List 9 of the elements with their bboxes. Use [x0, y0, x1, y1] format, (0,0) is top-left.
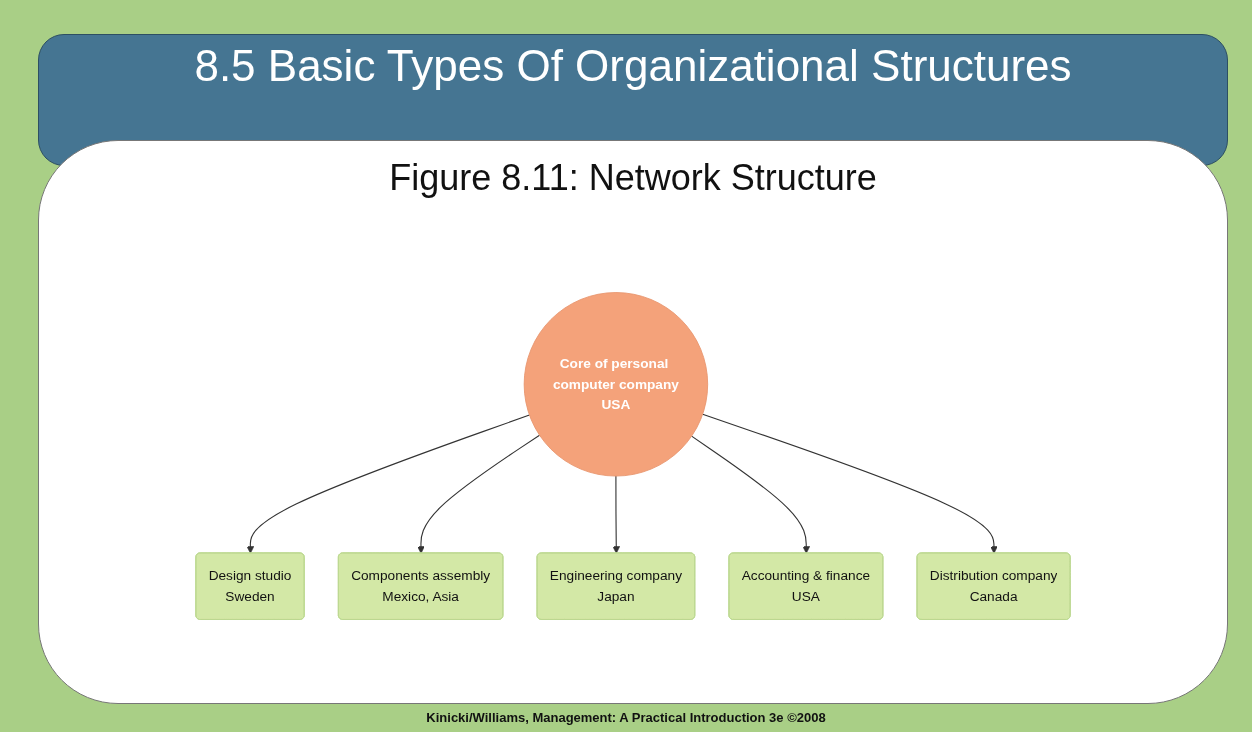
arrow	[612, 475, 620, 554]
arrow	[246, 414, 530, 554]
arrow	[417, 434, 541, 554]
figure-caption: Figure 8.11: Network Structure	[388, 157, 878, 199]
node-circle: Core of personal computer company USA	[523, 292, 709, 477]
arrow	[702, 413, 998, 554]
slide-title: 8.5 Basic Types Of Organizational Structures	[193, 41, 1073, 91]
arrow	[691, 435, 810, 554]
source-note: Kinicki/Williams, Management: A Practical Introduction 3e ©2008	[426, 710, 826, 725]
